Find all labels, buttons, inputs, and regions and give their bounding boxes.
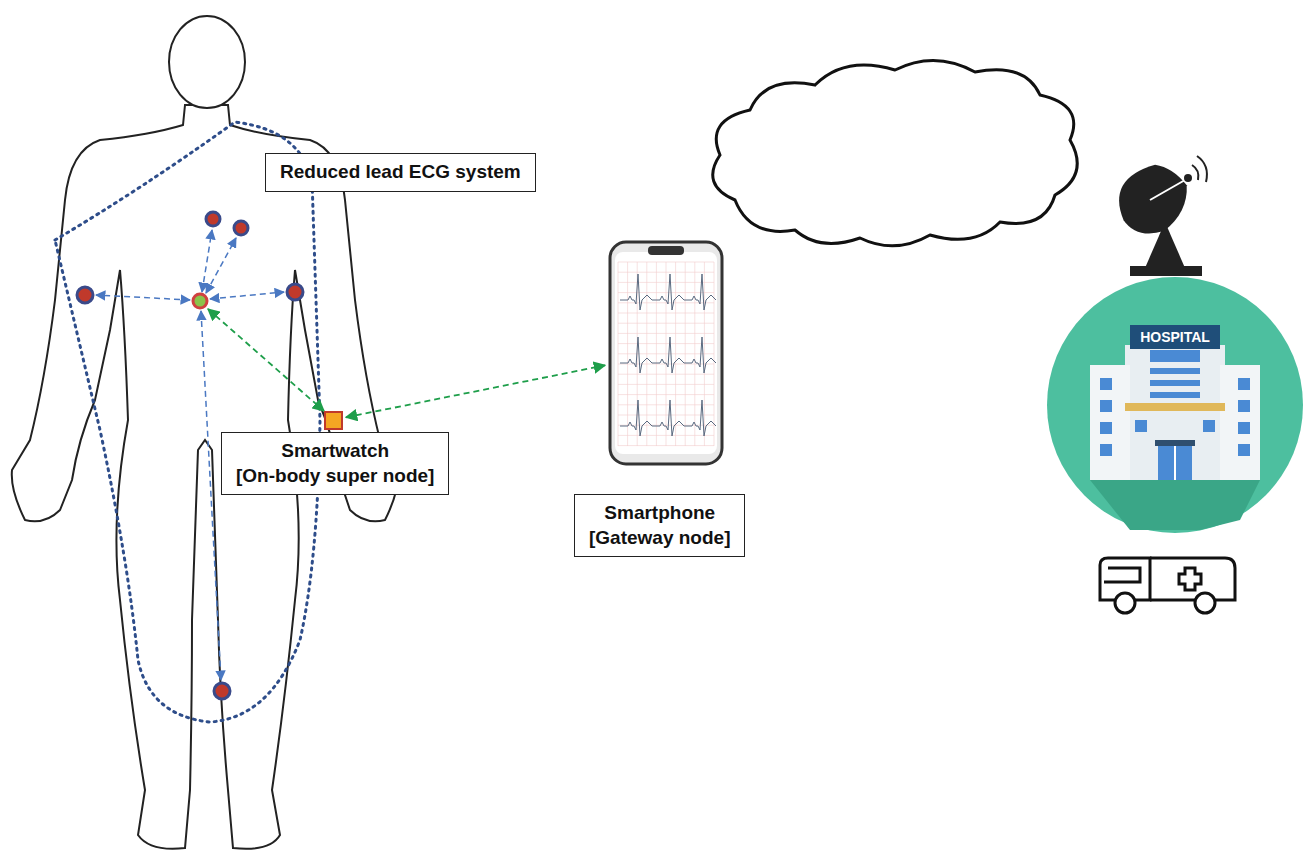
device-node: Smartphone[Gateway node] — [574, 240, 758, 557]
node-subtitle: [Gateway node] — [589, 526, 730, 551]
cloud — [713, 60, 1078, 245]
ambulance — [1100, 558, 1235, 613]
smartphone-icon — [608, 240, 724, 466]
hospital-icon — [1047, 277, 1303, 533]
smartwatch-icon — [324, 411, 343, 430]
label-box: Smartwatch[On-body super node] — [221, 432, 449, 495]
node-title: Smartwatch — [236, 439, 434, 464]
hub-electrode — [193, 294, 207, 308]
device-node: Smartwatch[On-body super node] — [221, 405, 450, 495]
wireless-link — [346, 365, 605, 417]
region-outline — [55, 122, 320, 722]
sign-text: HOSPITAL — [1130, 325, 1220, 349]
system-label: Reduced lead ECG system — [265, 153, 536, 192]
node-title: Smartphone — [589, 501, 730, 526]
hub-watch-link — [208, 309, 324, 411]
label-box: Smartphone[Gateway node] — [574, 494, 745, 557]
label-box: Reduced lead ECG system — [265, 153, 536, 192]
node-title: Reduced lead ECG system — [280, 160, 521, 185]
satellite-dish — [1107, 155, 1207, 276]
node-subtitle: [On-body super node] — [236, 464, 434, 489]
